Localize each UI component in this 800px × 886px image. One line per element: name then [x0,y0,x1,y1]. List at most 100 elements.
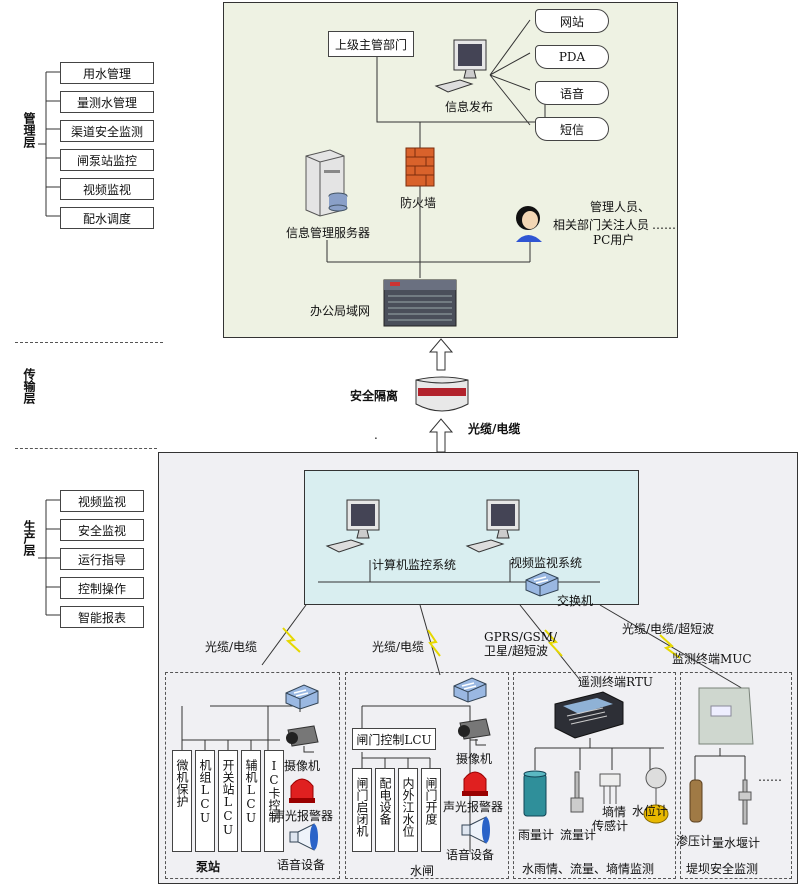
sluice-unit-text: 闸门启闭机 [355,777,369,837]
switch-icon [525,571,559,597]
management-item: 闸泵站监控 [60,149,154,171]
user-icon [516,206,542,242]
production-item: 智能报表 [60,606,144,628]
transmission-layer-label: 传输层 [22,368,36,404]
rtu-label: 遥测终端RTU [578,675,653,689]
production-item: 视频监视 [60,490,144,512]
flow-meter-icon [570,771,584,813]
security-isolation-label: 安全隔离 [350,389,399,403]
sluice-title: 水闸 [410,864,435,878]
computer-monitor-label: 计算机监控系统 [372,558,457,572]
piezometer-icon [689,779,703,823]
publish-output-0-text: 网站 [559,14,584,29]
users-line-1: 管理人员、 [590,200,651,214]
rain-gauge-label: 雨量计 [518,828,555,842]
muc-label: 监测终端MUC [672,652,752,666]
management-item-text: 视频监视 [82,182,131,197]
users-dots: …… [652,218,676,232]
pump-unit: 机组LCU [195,750,215,852]
pump-station-panel [165,672,340,879]
pump-alarm-label: 声光报警器 [273,809,334,823]
users-line-2: 相关部门关注人员 [553,218,650,232]
hydro-title: 水雨情、流量、墒情监测 [522,862,655,876]
stray-dot: . [374,428,378,442]
moisture-line-2: 传感计 [592,819,629,833]
users-label: 管理人员、 [590,200,650,214]
video-computer-icon [465,499,520,553]
sluice-unit: 闸门启闭机 [352,768,372,852]
flow-meter-label: 流量计 [560,828,597,842]
sluice-camera-label: 摄像机 [456,752,493,766]
firewall-icon [405,147,435,187]
gate-link-label: 光缆/电缆 [372,640,425,654]
management-item-text: 量测水管理 [76,95,137,110]
production-item-text: 安全监视 [77,523,126,538]
sluice-camera-icon [458,718,491,746]
publish-computer-icon [434,39,487,93]
pump-unit-text: 开关站LCU [221,759,235,837]
video-monitor-label: 视频监视系统 [510,556,583,570]
pump-voice-label: 语音设备 [277,858,326,872]
gate-lcu-box: 闸门控制LCU [352,728,436,750]
muc-device-icon [698,687,754,745]
piezometer-label: 渗压计 [676,834,713,848]
management-item-text: 用水管理 [82,66,131,81]
firewall-label: 防火墙 [400,196,437,210]
pump-station-title: 泵站 [196,860,221,874]
moisture-line-1: 墒情 [602,805,627,819]
water-level-label: 水位计 [632,804,669,818]
security-isolation-icon [415,376,469,412]
management-item: 视频监视 [60,178,154,200]
wireless-link-line-2: 卫星/超短波 [484,644,549,658]
sluice-unit-text: 内外江水位 [401,777,415,837]
production-item-text: 视频监视 [77,494,126,509]
sluice-unit: 配电设备 [375,768,395,852]
deformation-gauge-icon [738,779,752,825]
pump-alarm-icon [289,778,315,803]
users-line-3: PC用户 [593,233,635,247]
pump-camera-icon [286,725,319,753]
sluice-alarm-icon [462,771,488,796]
pump-unit-text: 微机保护 [175,759,189,807]
management-item: 量测水管理 [60,91,154,113]
wireless-link-label: GPRS/GSM/ 卫星/超短波 [484,630,557,658]
water-level-icon [643,767,669,824]
production-item-text: 控制操作 [77,581,126,596]
production-layer-label: 生产层 [22,520,36,556]
management-item: 配水调度 [60,207,154,229]
sluice-voice-label: 语音设备 [446,848,495,862]
sluice-voice-icon [461,816,490,844]
pump-voice-icon [289,823,318,851]
pump-link-label: 光缆/电缆 [205,640,258,654]
publish-output-2: 语音 [535,81,609,105]
production-item: 运行指导 [60,548,144,570]
production-item: 安全监视 [60,519,144,541]
production-item-text: 智能报表 [77,610,126,625]
pump-unit-text: IC卡控制 [267,759,281,823]
dam-title: 堤坝安全监测 [686,862,759,876]
muc-link-label: 光缆/电缆/超短波 [622,622,715,636]
management-item-text: 闸泵站监控 [76,153,137,168]
deformation-label: 量水堰计 [712,836,761,850]
rain-gauge-icon [523,770,547,817]
publish-output-2-text: 语音 [559,86,584,101]
separator-upper [15,342,163,343]
info-publish-label: 信息发布 [445,100,494,114]
wireless-link-line-1: GPRS/GSM/ [484,630,558,644]
switch-label: 交换机 [557,594,594,608]
sluice-unit: 闸门开度 [421,768,441,852]
management-item: 用水管理 [60,62,154,84]
sluice-panel [345,672,509,879]
publish-output-1: PDA [535,45,609,69]
moisture-sensor-icon [599,773,621,804]
office-lan-switch-icon [383,279,457,327]
publish-output-1-text: PDA [558,50,586,64]
rtu-device-icon [554,691,624,739]
monitoring-computer-icon [325,499,380,553]
publish-output-0: 网站 [535,9,609,33]
